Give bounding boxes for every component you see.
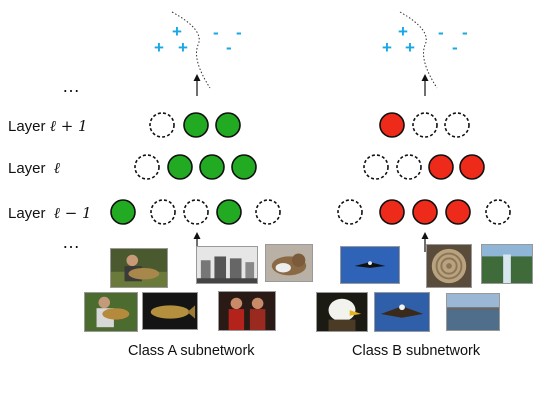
layer-label-bot-symbol: ℓ − 1 (53, 204, 92, 222)
neuron-b-top-0-active (379, 112, 405, 138)
neuron-a-bot-3-active (216, 199, 242, 225)
layer-label-top: Layer ℓ + 1 (8, 117, 88, 136)
arrow-bottom-a-head (193, 232, 201, 239)
layer-label-mid: Layer ℓ (8, 159, 60, 178)
neuron-a-top-1-active (183, 112, 209, 138)
negative-sign-b-1: - (438, 23, 444, 42)
ellipsis-top: … (62, 76, 81, 96)
thumb-cat-sleeping (265, 244, 313, 282)
layer-label-top-word: Layer (8, 118, 46, 135)
thumb-eagle-in-blue-sky (340, 246, 400, 284)
neuron-b-bot-0-inactive (337, 199, 363, 225)
decision-boundary-b (399, 11, 438, 89)
positive-sign-b-2: + (382, 38, 392, 57)
caption-class-a: Class A subnetwork (128, 343, 255, 359)
thumb-fisherman-with-carp (110, 248, 168, 288)
thumb-eagle-flying (374, 292, 430, 332)
neuron-b-mid-1-inactive (396, 154, 422, 180)
decision-boundary-a (171, 11, 211, 89)
neuron-a-bot-0-active (110, 199, 136, 225)
negative-sign-a-2: - (236, 23, 242, 42)
positive-sign-b-3: + (405, 38, 415, 57)
neuron-a-mid-0-inactive (134, 154, 160, 180)
neuron-a-bot-2-inactive (183, 199, 209, 225)
positive-sign-b-1: + (398, 22, 408, 41)
thumb-fish-on-dark-background (142, 292, 198, 330)
neuron-b-mid-2-active (428, 154, 454, 180)
thumb-person-holding-fish (84, 292, 138, 332)
thumb-harbor-lake (446, 293, 500, 331)
negative-sign-a-3: - (226, 38, 232, 57)
neuron-b-top-2-inactive (444, 112, 470, 138)
caption-class-b: Class B subnetwork (352, 343, 481, 359)
neuron-b-mid-0-inactive (363, 154, 389, 180)
positive-sign-a-3: + (178, 38, 188, 57)
layer-label-mid-word: Layer (8, 160, 46, 177)
thumb-industrial-tanks (196, 246, 258, 284)
thumb-waterfall (481, 244, 533, 284)
arrow-top-a-head (193, 74, 201, 81)
layer-label-top-symbol: ℓ + 1 (49, 117, 88, 135)
neuron-group (110, 112, 511, 225)
neuron-a-mid-2-active (199, 154, 225, 180)
layer-label-bot-word: Layer (8, 205, 46, 222)
neuron-b-bot-2-active (412, 199, 438, 225)
neuron-b-bot-1-active (379, 199, 405, 225)
neuron-b-bot-3-active (445, 199, 471, 225)
neuron-a-mid-1-active (167, 154, 193, 180)
arrow-bottom-b-head (421, 232, 429, 239)
neuron-a-bot-1-inactive (150, 199, 176, 225)
neuron-a-top-2-active (215, 112, 241, 138)
neuron-b-bot-4-inactive (485, 199, 511, 225)
neuron-b-top-1-inactive (412, 112, 438, 138)
layer-label-bot: Layer ℓ − 1 (8, 204, 92, 223)
neuron-a-top-0-inactive (149, 112, 175, 138)
negative-sign-b-3: - (452, 38, 458, 57)
ellipsis-bottom: … (62, 232, 81, 252)
negative-sign-b-2: - (462, 23, 468, 42)
positive-sign-a-2: + (154, 38, 164, 57)
neuron-a-mid-3-active (231, 154, 257, 180)
layer-label-mid-symbol: ℓ (53, 159, 60, 177)
neuron-b-mid-3-active (459, 154, 485, 180)
thumb-coiled-rope (426, 244, 472, 288)
thumb-bald-eagle-head (316, 292, 368, 332)
arrow-top-b-head (421, 74, 429, 81)
neuron-a-bot-4-inactive (255, 199, 281, 225)
thumb-two-people-in-red (218, 291, 276, 331)
positive-sign-a-1: + (172, 22, 182, 41)
negative-sign-a-1: - (213, 23, 219, 42)
